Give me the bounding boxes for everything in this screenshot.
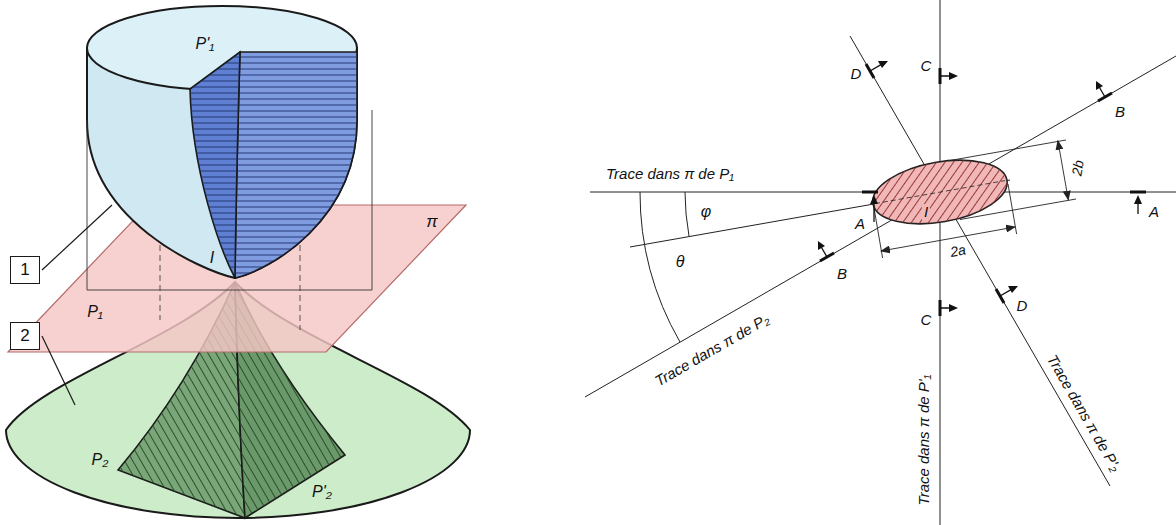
- arrow-head: [870, 195, 878, 204]
- angle-label: θ: [674, 254, 687, 271]
- point-label: I: [922, 204, 930, 220]
- section-letter: A: [853, 216, 867, 232]
- dimension-label: 2a: [947, 242, 969, 260]
- axis-line: [875, 181, 1005, 204]
- section-hatch: [190, 52, 240, 278]
- section-letter: C: [919, 312, 934, 328]
- plane-label: P'₂: [310, 484, 334, 501]
- angle-arc: [685, 192, 689, 236]
- section-letter: C: [919, 58, 934, 74]
- leader-line: [42, 336, 75, 405]
- arrow-head: [949, 72, 958, 80]
- arrow-head: [1134, 195, 1142, 204]
- section-letter: D: [1015, 298, 1030, 314]
- trace-p2-prime: [850, 36, 1110, 486]
- section-hatch: [235, 52, 357, 278]
- contact-ellipse: [868, 151, 1012, 234]
- plane-outline: [87, 110, 372, 290]
- callout-number: 2: [20, 326, 29, 346]
- section-bar: [820, 64, 1146, 316]
- point-label: I: [208, 250, 216, 267]
- section-markers: [818, 61, 1146, 316]
- callout-number: 1: [20, 260, 29, 280]
- trace-lines: [585, 0, 1176, 525]
- trace-label: Trace dans π de P₁: [604, 166, 736, 182]
- extension-line: [874, 184, 1017, 258]
- arrow-head: [949, 304, 958, 312]
- arrow-head: [818, 241, 825, 250]
- plane-label: π: [424, 213, 439, 231]
- upper-body-outline: [87, 48, 357, 278]
- arrow-head: [1096, 81, 1103, 90]
- dimensions: [874, 140, 1076, 258]
- angle-arc: [640, 192, 680, 342]
- section-arrow: [822, 65, 1139, 308]
- section-letter: B: [1113, 104, 1127, 120]
- trace-p2: [585, 56, 1176, 397]
- extension-line: [950, 140, 1076, 220]
- section-face: [190, 52, 240, 278]
- trace-label: Trace dans π de P'₂: [1043, 350, 1125, 475]
- upper-body: [87, 6, 357, 278]
- section-face: [235, 52, 357, 278]
- callout-box: 1: [10, 256, 40, 284]
- plane-label: P₁: [85, 304, 105, 321]
- ellipse-hatch: [868, 151, 1012, 234]
- arrow-head: [878, 61, 888, 68]
- arrow-head: [1008, 286, 1018, 293]
- section-letter: B: [835, 266, 849, 282]
- dimension-label: 2b: [1069, 157, 1087, 179]
- section-letter: A: [1147, 204, 1161, 220]
- section-letter: D: [849, 66, 864, 82]
- angle-label: φ: [699, 204, 713, 221]
- trace-label: Trace dans π de P'₁: [916, 373, 932, 508]
- plane-label: P₂: [90, 452, 111, 469]
- plane-label: P'₁: [194, 36, 217, 53]
- callout-box: 2: [10, 322, 40, 350]
- dimension-line: [1058, 141, 1068, 200]
- leader-line: [42, 205, 112, 270]
